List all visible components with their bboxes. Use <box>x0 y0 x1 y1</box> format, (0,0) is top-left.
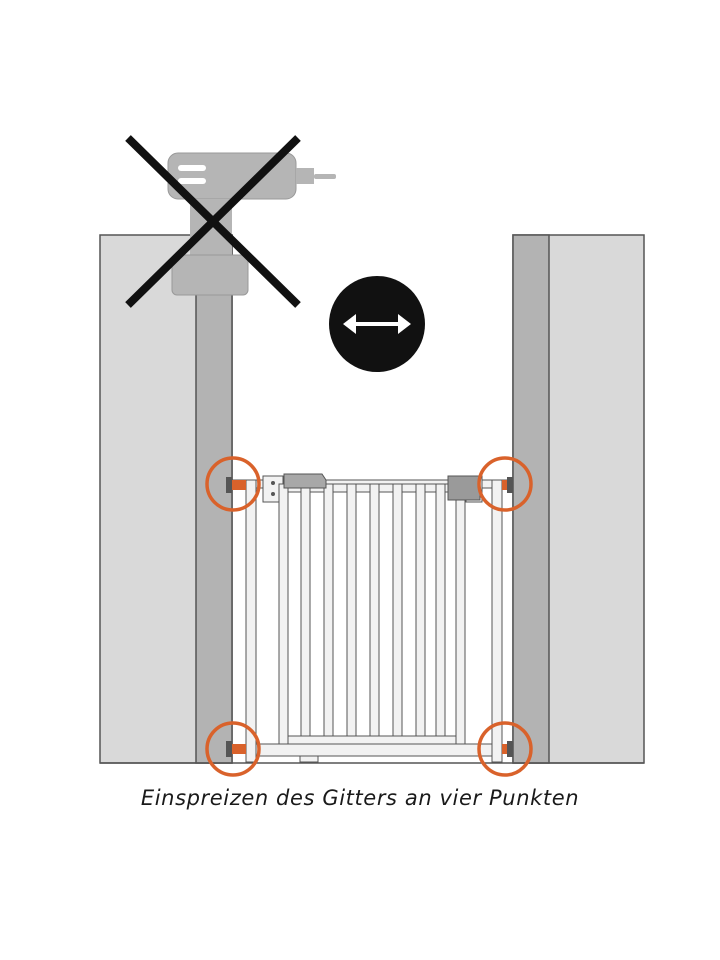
diagram-caption: Einspreizen des Gitters an vier Punkten <box>140 786 580 810</box>
gate-right-post <box>491 479 503 763</box>
highlight-circle-bottom-right <box>477 721 533 777</box>
gate-handle <box>283 473 327 489</box>
pressure-spindles <box>226 477 513 757</box>
highlight-circle-top-left <box>205 456 261 512</box>
gate-left-post <box>245 479 257 763</box>
gate-latch <box>447 475 481 501</box>
left-door-frame <box>195 234 233 764</box>
right-door-frame <box>512 234 550 764</box>
highlight-circle-top-right <box>477 456 533 512</box>
cross-out-icon <box>125 135 301 308</box>
safety-gate <box>232 473 514 763</box>
right-wall <box>512 234 645 764</box>
double-arrow-icon <box>329 276 425 372</box>
gate-bars <box>300 483 446 737</box>
gate-bottom-bar <box>255 743 493 757</box>
pressure-point-highlights <box>205 456 533 777</box>
highlight-circle-bottom-left <box>205 721 261 777</box>
drill-icon <box>167 152 336 296</box>
